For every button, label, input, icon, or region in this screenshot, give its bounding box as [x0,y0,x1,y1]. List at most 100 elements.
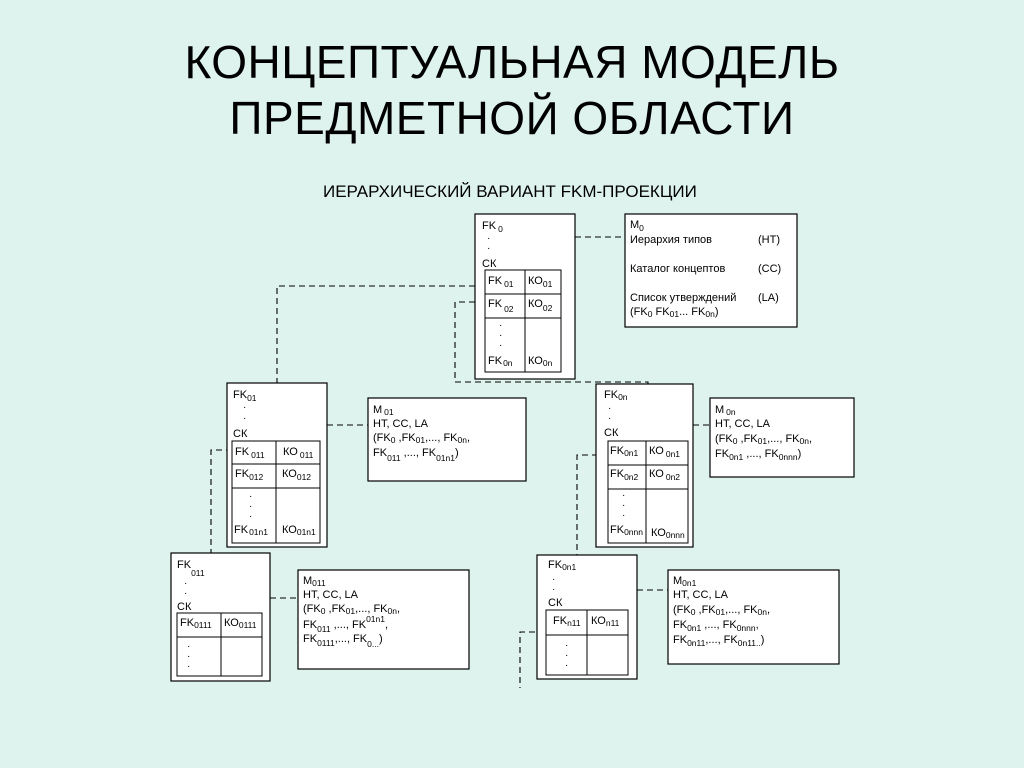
m0n1-fk-line-2: FK0n1 ,..., FK0nnn, [673,619,759,633]
fk0n1-row-1-ko: КОn11 [591,615,620,628]
fk011-dot: · [187,661,190,672]
m0n1-box: M0n1 НТ, СС, LA (FK0 ,FK01,..., FK0n, FK… [667,569,840,665]
fk0n-dot: · [608,403,611,414]
fk0n-row-2-fk: FK0n2 [610,468,639,482]
fk01-dot: · [249,501,252,512]
fk0n-row-3-fk: FK0nnn [610,524,643,537]
fk0-row-3-ko: КО0n [528,355,553,368]
fk01-head: FK01 [233,389,257,403]
fk01-dot: · [249,511,252,522]
fk0n1-dot: · [565,640,568,651]
fk0-row-2-ko: КО02 [528,298,553,313]
m0-fk-list: (FK0 FK01... FK0n) [630,306,718,319]
m0n-types: НТ, СС, LA [715,418,771,430]
fk01-row-2-ko: КО012 [282,468,311,482]
m0-catalog: Каталог концептов [630,263,725,275]
fk0-dot: · [487,233,490,244]
fk011-row-1-fk: FK0111 [180,617,212,630]
fk0n1-row-1-fk: FKn11 [553,615,581,628]
fk0n-dot: · [622,510,625,521]
connectors [210,236,710,688]
fk0n-dot: · [608,413,611,424]
m0n1-types: НТ, СС, LA [673,589,729,601]
fk01-sk: СК [233,428,248,440]
fk0-row-3-fk: FK0n [488,355,513,368]
m0-statements-code: (LA) [758,292,779,304]
fk011-dot: · [184,578,187,589]
fk0n1-dot: · [565,650,568,661]
fk011-row-1-ko: КО0111 [224,617,257,630]
m01-fk-line-2: FK011 ,..., FK01n1) [373,447,459,463]
fk0n-row-1-fk: FK0n1 [610,445,639,458]
m011-fk-line-2: FK011 ,..., FK01n1, [303,614,388,634]
m0n1-fk-line-1: (FK0 ,FK01,..., FK0n, [673,604,770,617]
fk011-dot: · [187,651,190,662]
title-line-2: ПРЕДМЕТНОЙ ОБЛАСТИ [229,92,795,144]
fk011-head: FK011 [177,559,205,578]
m0-hierarchy: Иерархия типов [630,234,712,246]
fk011-dot: · [184,588,187,599]
m01-fk-line-1: (FK0 ,FK01,..., FK0n, [373,432,470,445]
fk0-dot: · [499,320,502,331]
fk011-box: FK011 · · СК FK0111 КО0111 · · · [170,552,271,682]
m0-box: M0 Иерархия типов (НТ) Каталог концептов… [624,213,798,328]
m0n-fk-line-2: FK0n1 ,..., FK0nnn) [715,448,801,462]
fk0n-sk: СК [604,427,619,439]
fk0n-head: FK0n [604,389,628,402]
fk01-dot: · [243,413,246,424]
m011-head: M011 [303,575,326,588]
fk0-dot: · [499,340,502,351]
fk01-row-3-fk: FK01n1 [234,524,268,537]
fk0-dot: · [499,330,502,341]
m0-catalog-code: (СС) [758,263,781,275]
fk0n1-sk: СК [548,597,563,609]
m0-hierarchy-code: (НТ) [758,234,780,246]
fk011-sk: СК [177,601,192,613]
title-line-1: КОНЦЕПТУАЛЬНАЯ МОДЕЛЬ [184,36,840,88]
m0n1-fk-line-3: FK0n11,..., FK0n11..) [673,634,764,648]
slide-subtitle: ИЕРАРХИЧЕСКИЙ ВАРИАНТ FKM-ПРОЕКЦИИ [323,182,697,201]
m011-fk-line-1: (FK0 ,FK01,..., FK0n, [303,603,400,616]
fk0-dot: · [487,243,490,254]
fk0n-dot: · [622,500,625,511]
fk0n-row-3-ko: КО0nnn [651,527,685,540]
m01-types: НТ, СС, LA [373,418,429,430]
m011-types: НТ, СС, LA [303,589,359,601]
fk01-dot: · [243,402,246,413]
slide-title: КОНЦЕПТУАЛЬНАЯ МОДЕЛЬ ПРЕДМЕТНОЙ ОБЛАСТИ [0,34,1024,146]
fk0-row-1-ko: КО01 [528,275,553,289]
fk01-row-3-ko: КО01n1 [282,524,316,537]
fk0n1-head: FK0n1 [548,559,577,572]
connector-fk0-fk0n [454,301,649,386]
fk0n1-dot: · [552,584,555,595]
connector-fk0n-fk0n1 [519,454,608,688]
m0-head: M0 [630,219,644,233]
m0-statements: Список утверждений [630,292,736,304]
fk0n1-dot: · [565,660,568,671]
m011-fk-line-3: FK0111,..., FK0...) [303,633,383,649]
fk0-sk: СК [482,258,497,270]
fk0n1-box: FK0n1 · · СК FKn11 КОn11 · · · [536,554,638,680]
m011-box: M011 НТ, СС, LA (FK0 ,FK01,..., FK0n, FK… [297,569,470,670]
fk01-row-2-fk: FK012 [235,468,264,482]
m0n1-head: M0n1 [673,575,697,588]
fk01-dot: · [249,491,252,502]
fk0n1-dot: · [552,574,555,585]
fk0n-dot: · [622,490,625,501]
m0n-fk-line-1: (FK0 ,FK01,..., FK0n, [715,433,812,446]
connector-fk01-fk011 [210,449,232,553]
